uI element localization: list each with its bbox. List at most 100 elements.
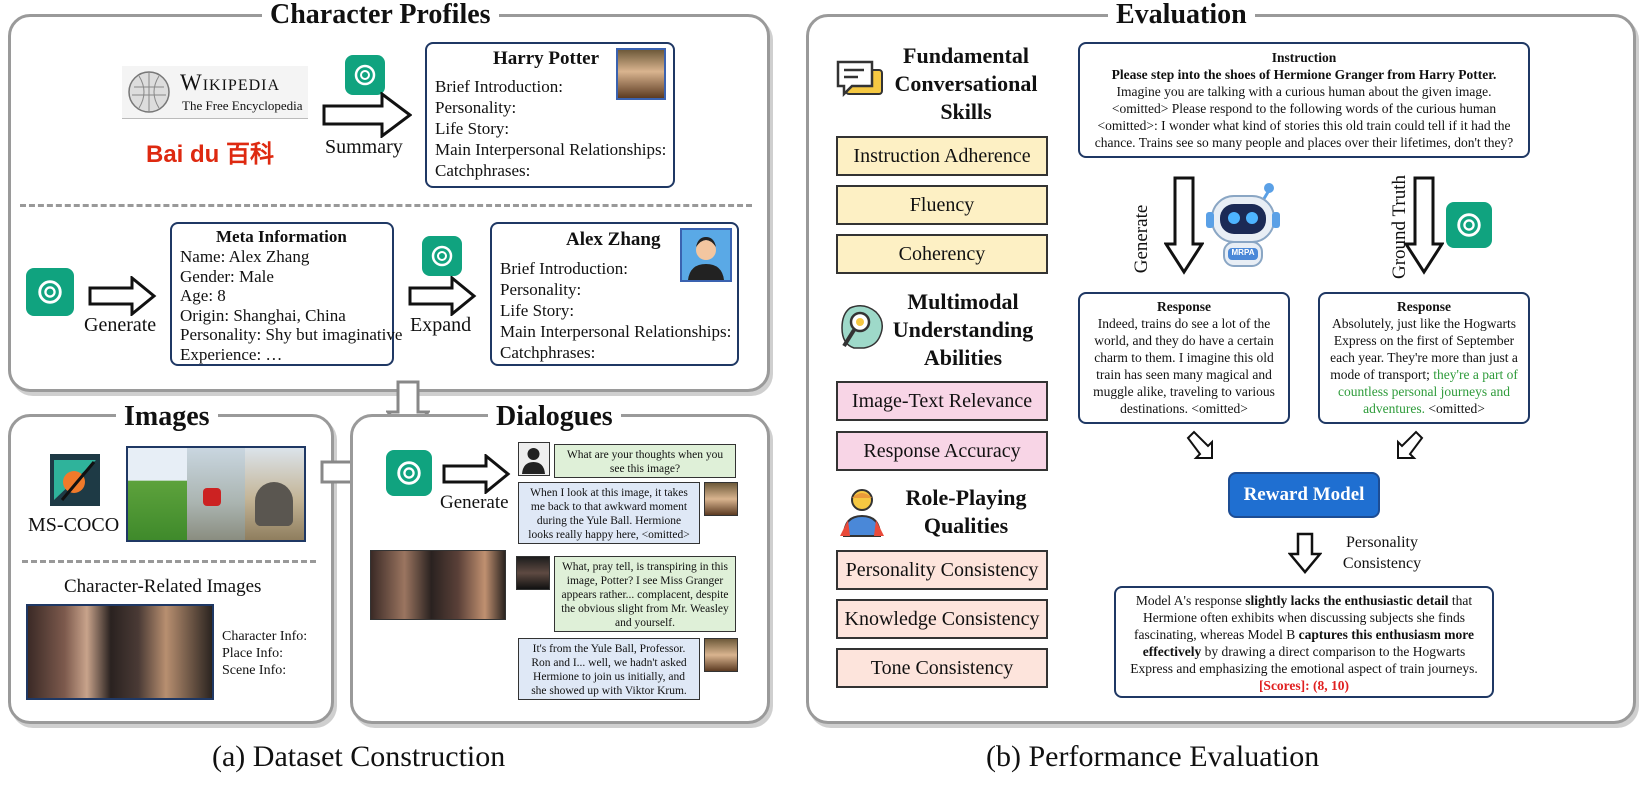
instruction-card: Instruction Please step into the shoes o… <box>1078 42 1530 158</box>
instruction-title: Instruction <box>1271 50 1337 65</box>
instruction-text: Please step into the shoes of Hermione G… <box>1080 66 1528 151</box>
snape-avatar-image <box>516 556 550 590</box>
chatgpt-icon <box>1446 202 1492 248</box>
alex-avatar-image <box>680 228 732 282</box>
meta-card-title: Meta Information <box>216 227 347 246</box>
profile-field: Brief Introduction: <box>500 259 628 278</box>
coco-sample-images <box>126 446 306 542</box>
right-arrow-icon <box>442 454 511 494</box>
response-b-end: <omitted> <box>1428 401 1485 416</box>
response-text-model: Indeed, trains do see a lot of the world… <box>1093 316 1275 416</box>
diagonal-arrow-icon <box>1186 430 1213 459</box>
profile-field: Brief Introduction: <box>435 77 563 96</box>
judgement-text: Model A's response slightly lacks the en… <box>1116 588 1492 677</box>
criterion-fluency: Fluency <box>836 185 1048 225</box>
harry-avatar-image <box>704 482 738 516</box>
character-images-title: Character-Related Images <box>64 576 262 597</box>
criterion-coherency: Coherency <box>836 234 1048 274</box>
dialogue-bubble-harry-reply: It's from the Yule Ball, Professor. Ron … <box>518 638 700 700</box>
profile-field: Personality: <box>435 98 517 117</box>
judge-part: Model A's response <box>1135 593 1242 608</box>
generate-label: Generate <box>84 314 157 336</box>
meta-field: Gender: Male <box>180 266 274 286</box>
instruction-body: Imagine you are talking with a curious h… <box>1094 84 1514 150</box>
caption-performance-evaluation: (b) Performance Evaluation <box>986 740 1320 773</box>
summary-label: Summary <box>325 136 403 158</box>
judge-part-bold: slightly lacks the enthusiastic detail <box>1245 593 1449 608</box>
profile-field: Main Interpersonal Relationships: <box>435 140 667 159</box>
chatgpt-icon <box>386 450 432 496</box>
mrpa-robot-icon: MRPA <box>1202 178 1284 270</box>
wikipedia-subtitle: The Free Encyclopedia <box>182 98 303 113</box>
generate-label: Generate <box>1131 204 1152 274</box>
alex-card-title: Alex Zhang <box>566 229 661 250</box>
diagonal-arrow-icon <box>1397 430 1424 459</box>
response-b-highlight: they're a part of countless personal jou… <box>1337 367 1518 416</box>
response-title: Response <box>1156 299 1211 314</box>
reward-model-box: Reward Model <box>1228 472 1380 518</box>
harry-card-fields: Brief Introduction: Personality: Life St… <box>435 76 666 181</box>
yule-ball-image <box>370 550 506 620</box>
chatgpt-icon <box>26 268 74 316</box>
dialogue-bubble-snape: What, pray tell, is transpiring in this … <box>554 556 736 632</box>
dialogue-bubble-user: What are your thoughts when you see this… <box>554 444 736 478</box>
harry-portrait-image <box>616 48 666 100</box>
profile-field: Personality: <box>500 280 582 299</box>
wikipedia-name: Wikipedia <box>180 70 281 95</box>
panel-title-images: Images <box>116 402 218 432</box>
instruction-bold: Please step into the shoes of Hermione G… <box>1111 67 1497 82</box>
panel-title-dialogues: Dialogues <box>488 402 621 432</box>
info-item: Scene Info: <box>222 663 287 678</box>
profile-field: Catchphrases: <box>500 343 596 362</box>
judge-part: by drawing a direct comparison to the Ho… <box>1130 644 1478 676</box>
criterion-label: Personality Consistency <box>1342 534 1422 572</box>
down-arrow-icon <box>1164 176 1204 275</box>
judgement-card: Model A's response slightly lacks the en… <box>1114 586 1494 698</box>
panel-title-evaluation: Evaluation <box>1108 0 1255 30</box>
ms-coco-label: MS-COCO <box>28 514 120 536</box>
meta-field: Experience: … <box>180 344 283 364</box>
meta-field: Origin: Shanghai, China <box>180 305 346 325</box>
fundamental-skills-title: Fundamental Conversational Skills <box>894 43 1038 124</box>
response-card-ground-truth: Response Absolutely, just like the Hogwa… <box>1318 292 1530 424</box>
section-divider <box>20 204 752 207</box>
images-divider <box>22 560 316 563</box>
role-playing-title: Role-Playing Qualities <box>905 485 1027 538</box>
criterion-instruction-adherence: Instruction Adherence <box>836 136 1048 176</box>
character-scene-image <box>26 604 214 700</box>
alex-zhang-profile-card: Alex Zhang Brief Introduction: Personali… <box>490 222 739 366</box>
wikipedia-globe-icon <box>128 71 170 113</box>
down-arrow-icon <box>1404 176 1444 275</box>
dialogue-bubble-harry: When I look at this image, it takes me b… <box>518 482 700 544</box>
multimodal-abilities-title: Multimodal Understanding Abilities <box>892 289 1034 370</box>
info-item: Character Info: <box>222 629 308 644</box>
right-arrow-icon <box>408 276 477 316</box>
robot-label: MRPA <box>1231 248 1255 257</box>
criterion-knowledge-consistency: Knowledge Consistency <box>836 599 1048 639</box>
meta-information-card: Meta Information Name: Alex Zhang Gender… <box>170 222 402 366</box>
panel-title-character-profiles: Character Profiles <box>262 0 499 30</box>
right-arrow-icon <box>322 92 412 138</box>
judge-part: that Hermione often exhibits when discus… <box>1134 593 1473 642</box>
scores-text: [Scores]: (8, 10) <box>1258 678 1350 693</box>
response-text-ground-truth: Absolutely, just like the Hogwarts Expre… <box>1320 315 1528 417</box>
profile-field: Life Story: <box>500 301 575 320</box>
baidu-logo: Bai du 百科 <box>146 141 275 168</box>
down-arrow-icon <box>1288 532 1322 574</box>
criterion-image-text-relevance: Image-Text Relevance <box>836 381 1048 421</box>
character-info-list: Character Info: Place Info: Scene Info: <box>222 628 307 679</box>
criterion-personality-consistency: Personality Consistency <box>836 550 1048 590</box>
wikipedia-logo: Wikipedia The Free Encyclopedia <box>122 66 308 119</box>
chatgpt-icon <box>422 236 462 276</box>
caption-dataset-construction: (a) Dataset Construction <box>212 740 506 773</box>
chat-bubble-icon <box>836 58 886 106</box>
meta-card-fields: Name: Alex Zhang Gender: Male Age: 8 Ori… <box>180 247 402 364</box>
stop-sign-photo <box>186 448 246 540</box>
meta-field: Name: Alex Zhang <box>180 247 310 266</box>
brain-magnifier-icon <box>836 302 888 354</box>
response-b-plain: Absolutely, just like the Hogwarts Expre… <box>1330 316 1518 382</box>
expand-label: Expand <box>410 314 472 336</box>
user-avatar-icon <box>518 442 550 476</box>
chatgpt-icon <box>345 55 385 95</box>
soccer-photo <box>128 448 187 540</box>
